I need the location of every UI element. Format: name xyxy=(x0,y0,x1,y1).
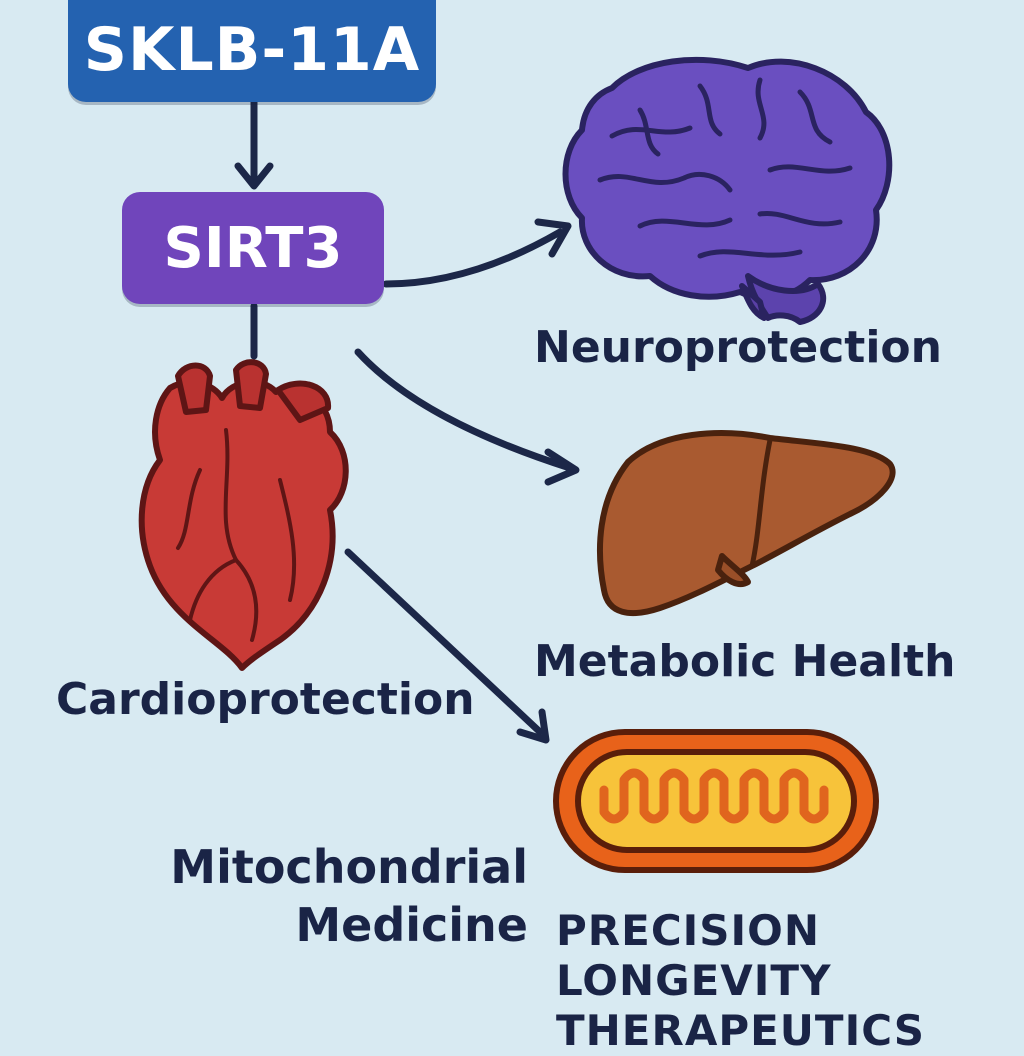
tagline-line-2: LONGEVITY xyxy=(556,956,832,1005)
mito-line-1: Mitochondrial xyxy=(170,840,528,894)
metabolic-health-label: Metabolic Health xyxy=(534,636,956,687)
tagline-line-3: THERAPEUTICS xyxy=(556,1006,926,1055)
brain-icon xyxy=(562,56,893,325)
arrowhead-heart-to-mito xyxy=(516,708,550,744)
mitochondrial-medicine-label: Mitochondrial Medicine xyxy=(150,838,528,954)
target-label: SIRT3 xyxy=(163,215,343,281)
arrowhead-target-to-neuro xyxy=(534,218,572,258)
mitochondrion-icon xyxy=(553,729,879,873)
tagline: PRECISION LONGEVITY THERAPEUTICS xyxy=(556,906,925,1056)
connector-layer xyxy=(234,98,580,744)
pathway-diagram: SKLB-11A SIRT3 Neuroprotection Metabolic… xyxy=(56,0,956,1055)
target-node: SIRT3 xyxy=(122,192,384,304)
mito-line-2: Medicine xyxy=(295,898,528,952)
arrow-target-to-neuro xyxy=(382,228,564,288)
arrow-heart-to-mito xyxy=(344,548,544,736)
liver-icon xyxy=(597,430,896,617)
compound-label: SKLB-11A xyxy=(83,15,421,85)
heart-icon xyxy=(138,359,349,671)
compound-node: SKLB-11A xyxy=(68,0,436,102)
tagline-line-1: PRECISION xyxy=(556,906,820,955)
arrowhead-compound-to-target xyxy=(234,162,274,190)
cardioprotection-label: Cardioprotection xyxy=(56,674,475,725)
arrow-target-to-metabolic xyxy=(354,348,574,472)
arrowhead-target-to-metabolic xyxy=(544,448,580,486)
neuroprotection-label: Neuroprotection xyxy=(534,322,942,373)
